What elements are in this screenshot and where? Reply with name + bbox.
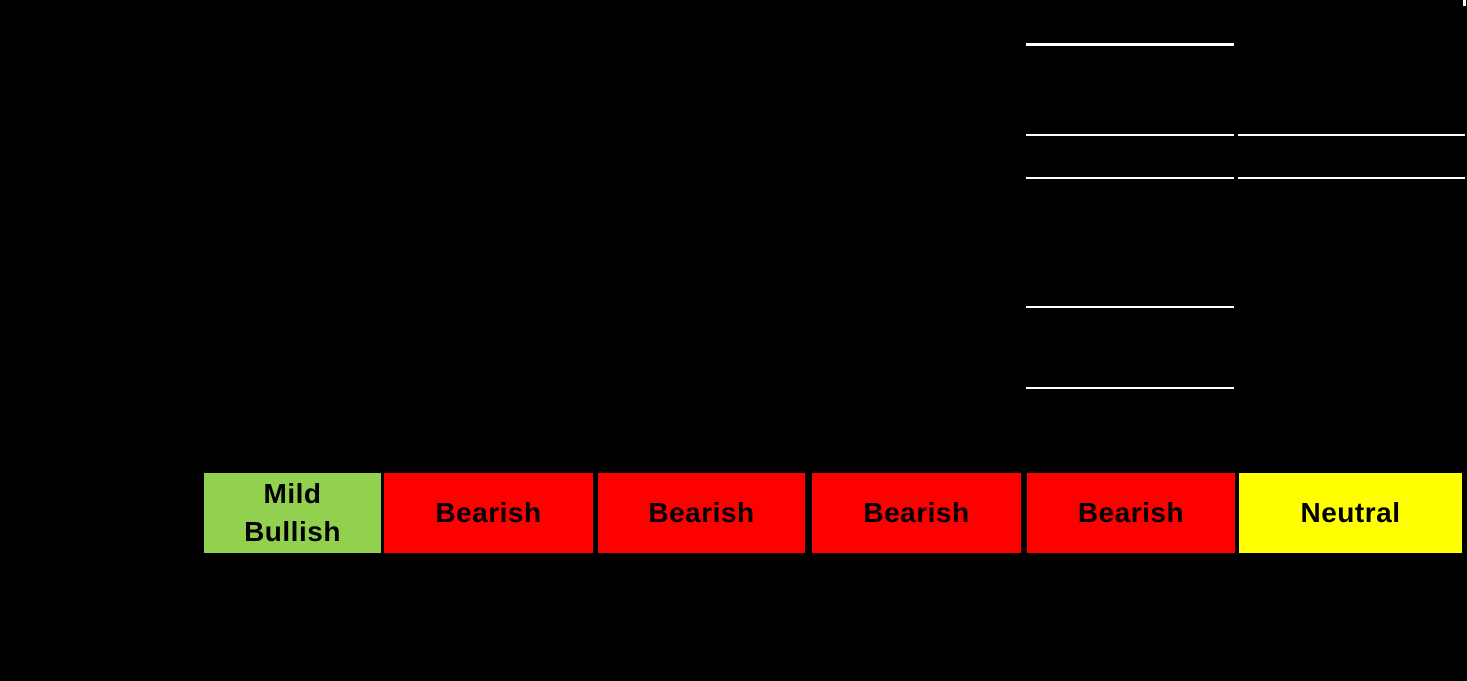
- sentiment-cell-neutral: Neutral: [1239, 473, 1462, 553]
- cell-border-line: [1026, 177, 1234, 179]
- cell-border-line: [1026, 387, 1234, 389]
- cell-border-line: [1026, 43, 1234, 46]
- sentiment-cell-bearish-2: Bearish: [598, 473, 805, 553]
- cell-border-line: [1026, 306, 1234, 308]
- corner-tick-mark: [1463, 0, 1466, 6]
- sentiment-cell-mild-bullish: Mild Bullish: [204, 473, 381, 553]
- cell-border-line: [1238, 177, 1465, 179]
- sentiment-cell-bearish-1: Bearish: [384, 473, 593, 553]
- cell-border-line: [1026, 134, 1234, 136]
- sentiment-cell-bearish-4: Bearish: [1027, 473, 1235, 553]
- cell-border-line: [1238, 134, 1465, 136]
- sentiment-cell-bearish-3: Bearish: [812, 473, 1021, 553]
